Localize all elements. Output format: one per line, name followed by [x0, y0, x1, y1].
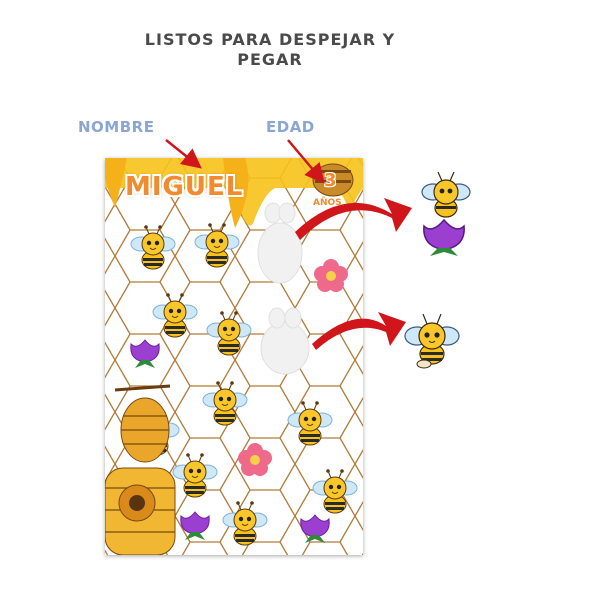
- age-number: 3: [324, 170, 337, 191]
- child-name-text: MIGUEL: [125, 172, 244, 202]
- bee-on-flower-sticker: [423, 218, 465, 256]
- title-line-1: LISTOS PARA DESPEJAR Y: [144, 30, 396, 49]
- bee-sticker-2: [404, 313, 460, 369]
- bee-sticker-1: [421, 171, 471, 218]
- age-label: EDAD: [266, 118, 315, 136]
- title-line-2: PEGAR: [237, 50, 303, 69]
- age-unit-text: AÑOS: [313, 198, 342, 208]
- page-title: LISTOS PARA DESPEJAR Y PEGAR: [120, 30, 420, 70]
- name-label: NOMBRE: [78, 118, 155, 136]
- sticker-sheet: MIGUEL 3 AÑOS: [105, 158, 363, 555]
- sheet-artwork: [105, 158, 363, 555]
